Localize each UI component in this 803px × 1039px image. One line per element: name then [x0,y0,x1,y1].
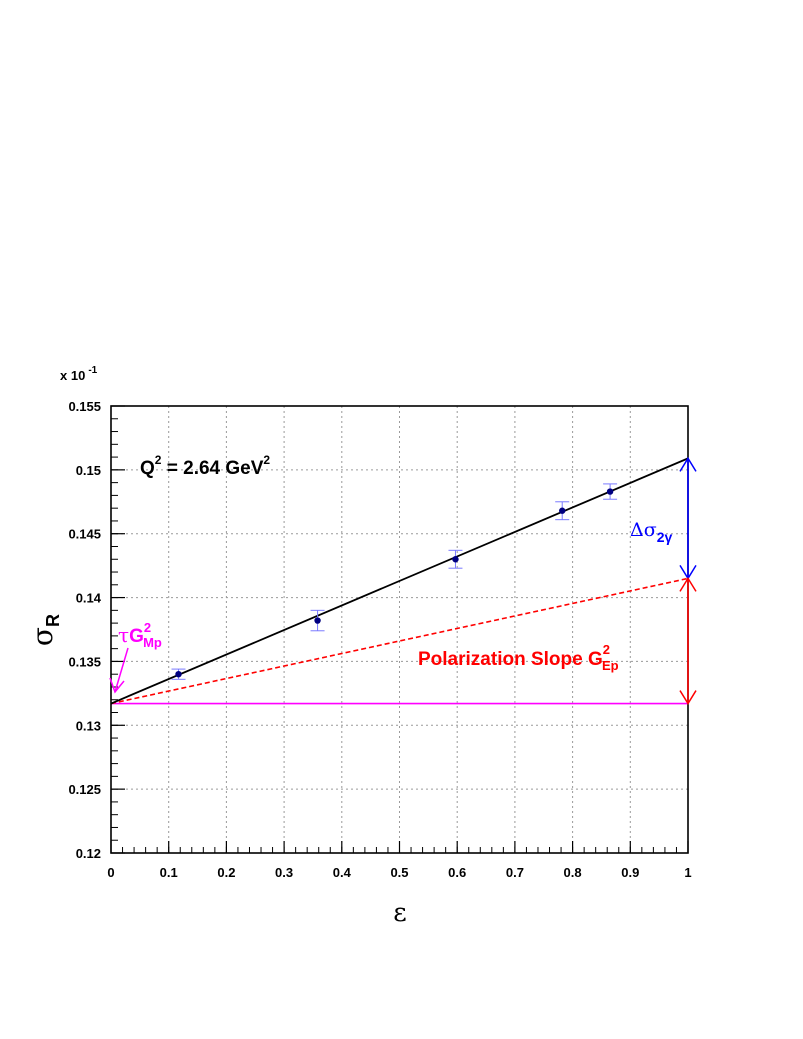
y-tick-label: 0.125 [68,782,101,797]
x-tick-labels: 0 0.1 0.2 0.3 0.4 0.5 0.6 0.7 0.8 0.9 1 [107,865,691,880]
data-points [171,483,618,680]
x-tick-label: 0.9 [621,865,639,880]
slope-arrow-head-down [679,690,697,706]
intercept-g: G [129,626,144,647]
slope-arrow-head-up [679,576,697,592]
rosenbluth-fit-line [111,457,688,705]
y-multiplier: x 10-1 [60,365,98,383]
intercept-sup: 2 [144,620,151,635]
slope-sub: Ep [602,658,619,673]
y-tick-label: 0.155 [68,399,101,414]
x-tick-label: 0 [107,865,114,880]
tpe-arrow-head-up [679,456,697,472]
x-tick-label: 0.5 [390,865,408,880]
q2-exp: 2 [155,453,162,467]
intercept-tau: τ [118,623,129,647]
grid-lines [111,406,688,853]
x-tick-label: 0.1 [160,865,178,880]
q2-prefix: Q [140,458,155,479]
x-tick-label: 0.4 [333,865,352,880]
y-tick-label: 0.12 [76,846,101,861]
intercept-pointer-head [109,677,125,694]
y-multiplier-exp: -1 [88,365,97,376]
tpe-sub: 2γ [657,529,673,545]
y-tick-label: 0.15 [76,463,101,478]
q2-annotation: Q2 = 2.64 GeV2 [140,453,270,479]
x-axis-label: ε [393,898,406,928]
y-multiplier-base: x 10 [60,368,85,383]
data-point [175,671,182,678]
x-tick-label: 0.6 [448,865,466,880]
slope-text: Polarization Slope G [418,649,603,670]
x-tick-label: 1 [684,865,691,880]
y-tick-label: 0.145 [68,527,101,542]
tpe-delta: Δσ [630,519,657,541]
y-tick-label: 0.13 [76,718,101,733]
q2-value: = 2.64 GeV [161,458,263,479]
tpe-annotation: Δσ2γ [630,519,672,545]
data-point [452,556,459,563]
x-tick-label: 0.8 [564,865,582,880]
intercept-sub: Mp [143,635,162,650]
annotation-arrows [109,456,697,706]
chart-lines [111,457,688,705]
axis-ticks [110,405,689,854]
y-tick-labels: 0.12 0.125 0.13 0.135 0.14 0.145 0.15 0.155 [68,399,101,861]
x-tick-label: 0.7 [506,865,524,880]
data-point [559,507,566,514]
x-tick-label: 0.3 [275,865,293,880]
y-axis-label: σR [26,614,63,646]
slope-sup: 2 [603,642,610,657]
y-axis-subscript: R [43,614,63,627]
polarization-slope-line [111,577,688,705]
data-point [314,617,321,624]
y-axis-symbol: σ [26,627,59,646]
intercept-pointer-shaft [114,647,129,693]
y-tick-label: 0.135 [68,654,101,669]
q2-unit-exp: 2 [263,453,270,467]
data-point [606,488,614,495]
y-tick-label: 0.14 [76,591,102,606]
x-tick-label: 0.2 [217,865,235,880]
